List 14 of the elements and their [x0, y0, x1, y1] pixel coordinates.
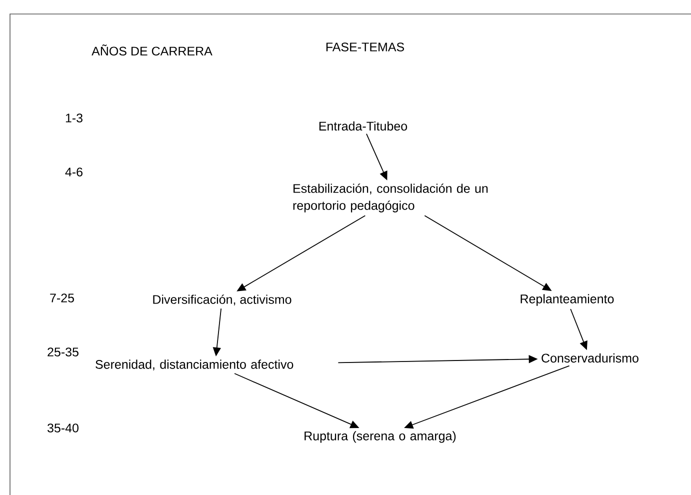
phase-text: Replanteamiento — [520, 294, 614, 306]
year-range: 35-40 — [48, 424, 78, 432]
phase-text: Serenidad, distanciamiento afectivo — [96, 360, 294, 370]
phase-text: Estabilización, consolidación de un reportorio pedagógico — [293, 184, 488, 212]
year-range: 4-6 — [65, 168, 82, 176]
phase-text: Entrada-Titubeo — [319, 121, 408, 131]
phase-text: Conservadurismo — [542, 353, 638, 363]
column-heading: AÑOS DE CARRERA — [92, 44, 212, 56]
column-heading: FASE-TEMAS — [326, 42, 404, 52]
phase-text: Diversificación, activismo — [153, 294, 292, 306]
year-range: 25-35 — [48, 348, 78, 356]
year-range: 1-3 — [66, 114, 82, 122]
year-range: 7-25 — [50, 294, 74, 302]
phase-text: Ruptura (serena o amarga) — [304, 431, 456, 443]
